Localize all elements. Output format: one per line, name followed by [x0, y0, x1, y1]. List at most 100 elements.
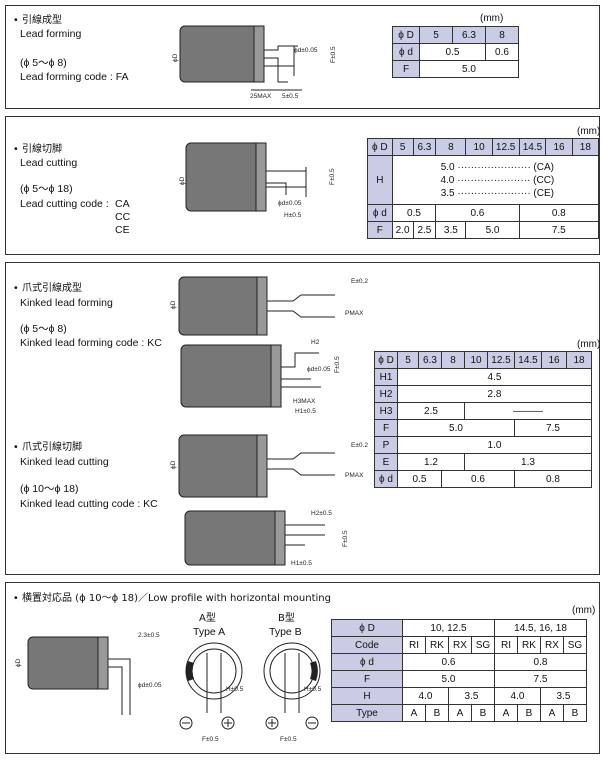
table-cell: A: [448, 704, 472, 722]
section-title-en: Kinked lead cutting: [20, 456, 109, 468]
unit-label: (mm): [577, 339, 601, 350]
h2-label: H2: [311, 339, 320, 346]
section-title-en: Lead cutting: [20, 157, 78, 169]
table-cell: RX: [448, 636, 472, 654]
table-cell: 0.6: [435, 204, 520, 222]
table-cell: 12.5: [487, 351, 515, 369]
phiD-label: ϕD: [170, 300, 177, 309]
table-header: ϕ d: [374, 470, 398, 488]
e-label: E±0.2: [351, 278, 368, 285]
table-cell: 16: [541, 351, 567, 369]
code-label: Lead forming code : FA: [20, 71, 129, 83]
h-label: H±0.5: [284, 212, 302, 219]
type-a-jp: A型: [199, 613, 216, 624]
table-cell: B: [425, 704, 449, 722]
unit-label: (mm): [572, 605, 596, 616]
table-cell: 10, 12.5: [402, 619, 495, 637]
table-header: ϕ d: [331, 653, 403, 671]
table-header: H3: [374, 402, 398, 420]
p-label: PMAX: [345, 472, 364, 479]
table-cell: 6.3: [412, 138, 437, 156]
section-title-jp: 引線切脚: [22, 144, 62, 155]
table-cell: 1.3: [464, 453, 592, 471]
table-header: ϕ D: [392, 26, 420, 44]
kinked-lead-section: • 爪式引線成型 Kinked lead forming (ϕ 5～ϕ 8) K…: [5, 262, 600, 575]
table-cell: 8: [435, 138, 467, 156]
table-cell: 2.5: [397, 402, 465, 420]
h3-label: H3MAX: [293, 398, 316, 405]
table-header: ϕ D: [374, 351, 398, 369]
e-label: E±0.2: [351, 442, 368, 449]
table-cell: 7.5: [494, 670, 587, 688]
kinked-lead-diagrams: ϕD E±0.2 PMAX H2 ϕd±0.05 F±0.5 H3MAX H1±…: [170, 276, 368, 567]
f-label: F±0.5: [280, 736, 297, 743]
section-title-en: Lead forming: [20, 28, 82, 40]
size-range: (ϕ 5～ϕ 8): [20, 323, 67, 335]
low-profile-table: ϕ D 10, 12.5 14.5, 16, 18 Code RI RK RX …: [331, 619, 587, 722]
bullet: •: [14, 14, 18, 26]
low-profile-diagrams: ϕD 2.3±0.5 ϕd±0.05 H±0.5 F±0.5 H±0.5 F±0…: [15, 632, 322, 743]
table-cell: 1.0: [397, 436, 592, 454]
h-line: 3.5 ······················ (CE): [440, 187, 554, 199]
table-cell: 18: [566, 351, 592, 369]
table-header: F: [392, 60, 420, 78]
h-label: H±0.5: [304, 686, 322, 693]
table-cell: 14.5: [514, 351, 542, 369]
table-cell: 5.0: [465, 221, 520, 239]
table-cell: 0.8: [494, 653, 587, 671]
table-cell: B: [517, 704, 541, 722]
f-label: F±0.5: [334, 356, 341, 373]
table-cell: 6.3: [418, 351, 442, 369]
table-cell: RK: [517, 636, 541, 654]
table-cell: 0.5: [391, 204, 437, 222]
size-range: (ϕ 5～ϕ 8): [20, 57, 67, 69]
f-label: F±0.5: [329, 168, 336, 185]
table-cell: 3.5: [448, 687, 495, 705]
table-cell: 0.6: [485, 43, 519, 61]
table-cell: 5: [391, 138, 414, 156]
table-cell: 5: [419, 26, 453, 44]
kinked-lead-table: ϕ D 5 6.3 8 10 12.5 14.5 16 18 H1 4.5 H2…: [374, 351, 592, 488]
phiD-label: ϕD: [15, 658, 22, 667]
table-cell: 4.5: [397, 368, 592, 386]
table-header: H: [331, 687, 403, 705]
phiD-label: ϕD: [179, 176, 186, 185]
p-label: PMAX: [345, 310, 364, 317]
code-ca: CA: [115, 198, 130, 210]
table-cell: SG: [563, 636, 587, 654]
table-header: ϕ d: [367, 204, 393, 222]
table-cell: ———: [464, 402, 592, 420]
table-cell: 2.5: [412, 221, 437, 239]
table-header: E: [374, 453, 398, 471]
table-cell: 4.0: [494, 687, 541, 705]
h-values-cell: 5.0 ······················ (CA) 4.0 ····…: [391, 155, 600, 205]
h-line: 5.0 ······················ (CA): [440, 161, 554, 173]
table-cell: 4.0: [402, 687, 449, 705]
table-cell: 0.6: [441, 470, 515, 488]
table-header: F: [367, 221, 393, 239]
phid-label: ϕd±0.05: [307, 366, 331, 373]
type-b-jp: B型: [278, 613, 295, 624]
phiD-label: ϕD: [172, 53, 179, 62]
table-cell: A: [494, 704, 518, 722]
table-cell: B: [563, 704, 587, 722]
h-line: 4.0 ······················ (CC): [440, 174, 555, 186]
type-b-label: Type B: [269, 626, 302, 638]
phid-label: ϕd±0.05: [138, 682, 162, 689]
len-5: 5±0.5: [282, 93, 299, 100]
table-cell: 5.0: [419, 60, 519, 78]
f-label: F±0.5: [342, 530, 349, 547]
section-title-en: Kinked lead forming: [20, 297, 113, 309]
table-cell: 6.3: [452, 26, 486, 44]
size-range: (ϕ 5～ϕ 18): [20, 183, 73, 195]
table-header: H: [367, 155, 393, 205]
table-cell: 8: [441, 351, 465, 369]
table-cell: RK: [425, 636, 449, 654]
table-header: ϕ D: [331, 619, 403, 637]
table-cell: 14.5, 16, 18: [494, 619, 587, 637]
h-label: H±0.5: [226, 686, 244, 693]
low-profile-section: • 横置対応品 (ϕ 10～ϕ 18)／Low profile with hor…: [5, 582, 600, 754]
code-label: Kinked lead forming code : KC: [20, 337, 162, 349]
table-cell: 7.5: [514, 419, 592, 437]
h2-label: H2±0.5: [311, 510, 332, 517]
